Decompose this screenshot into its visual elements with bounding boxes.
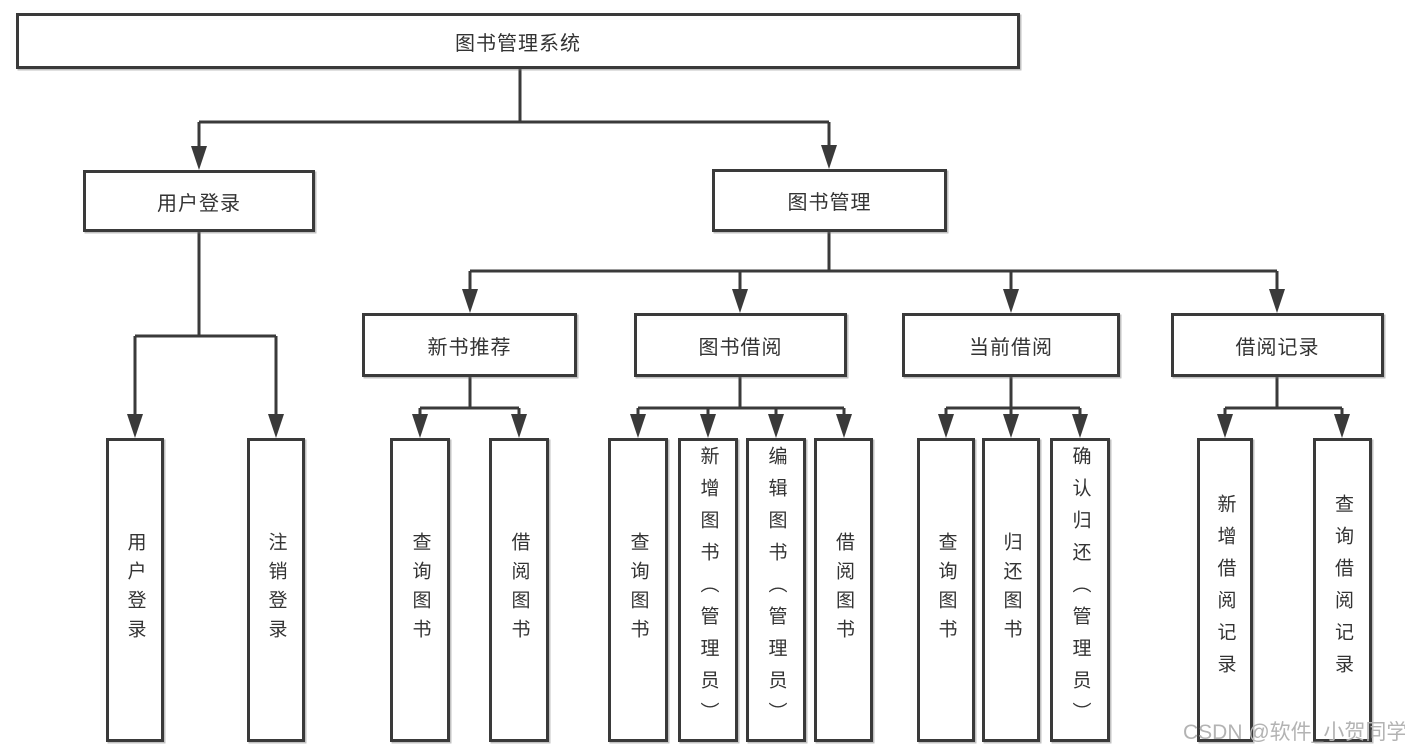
node-label: 查询图书 bbox=[627, 532, 649, 648]
csdn-watermark: CSDN @软件_小贺同学 bbox=[1183, 721, 1405, 744]
node-label: 查询图书 bbox=[935, 532, 957, 648]
node-label: 图书借阅 bbox=[698, 336, 783, 359]
node-label: 图书管理系统 bbox=[455, 32, 581, 55]
node-new-book-recommend: 新书推荐 bbox=[362, 313, 577, 377]
arrowhead bbox=[1072, 414, 1088, 438]
arrowhead bbox=[1217, 414, 1233, 438]
arrowhead bbox=[836, 414, 852, 438]
arrowhead bbox=[1269, 289, 1285, 313]
leaf-query-borrow-record: 查询借阅记录 bbox=[1313, 438, 1372, 742]
arrowhead bbox=[732, 289, 748, 313]
node-label: 借阅记录 bbox=[1235, 336, 1320, 359]
node-label: 归还图书 bbox=[1000, 532, 1022, 648]
arrowhead bbox=[1334, 414, 1350, 438]
arrowhead bbox=[462, 289, 478, 313]
leaf-borrow-books: 借阅图书 bbox=[814, 438, 873, 742]
leaf-user-login: 用户登录 bbox=[106, 438, 164, 742]
leaf-borrow-books-recommend: 借阅图书 bbox=[489, 438, 549, 742]
leaf-query-books-current: 查询图书 bbox=[917, 438, 975, 742]
node-book-management: 图书管理 bbox=[712, 169, 947, 232]
node-label: 当前借阅 bbox=[969, 336, 1053, 359]
arrowhead bbox=[938, 414, 954, 438]
arrowhead bbox=[268, 414, 284, 438]
leaf-edit-books-admin: 编辑图书（管理员） bbox=[746, 438, 806, 742]
leaf-query-books-borrowing: 查询图书 bbox=[608, 438, 668, 742]
arrowhead bbox=[700, 414, 716, 438]
arrowhead bbox=[412, 414, 428, 438]
node-label: 确认归还（管理员） bbox=[1069, 446, 1091, 734]
arrowhead bbox=[821, 145, 837, 169]
node-label: 用户登录 bbox=[157, 192, 241, 215]
leaf-confirm-return-admin: 确认归还（管理员） bbox=[1050, 438, 1110, 742]
node-library-management-system: 图书管理系统 bbox=[16, 13, 1020, 69]
leaf-query-books-recommend: 查询图书 bbox=[390, 438, 450, 742]
arrowhead bbox=[1003, 289, 1019, 313]
arrowhead bbox=[191, 146, 207, 170]
node-label: 查询借阅记录 bbox=[1332, 494, 1353, 686]
node-label: 新增借阅记录 bbox=[1214, 494, 1236, 686]
arrowhead bbox=[127, 414, 143, 438]
node-user-login: 用户登录 bbox=[83, 170, 315, 232]
node-label: 借阅图书 bbox=[508, 532, 530, 648]
arrowhead bbox=[630, 414, 646, 438]
node-label: 编辑图书（管理员） bbox=[765, 446, 787, 734]
leaf-return-books: 归还图书 bbox=[982, 438, 1040, 742]
leaf-logout: 注销登录 bbox=[247, 438, 305, 742]
leaf-add-borrow-record: 新增借阅记录 bbox=[1197, 438, 1253, 742]
node-label: 查询图书 bbox=[409, 532, 431, 648]
leaf-add-books-admin: 新增图书（管理员） bbox=[678, 438, 738, 742]
arrowhead bbox=[768, 414, 784, 438]
arrowhead bbox=[511, 414, 527, 438]
node-label: 图书管理 bbox=[787, 192, 872, 214]
node-label: 借阅图书 bbox=[833, 532, 854, 648]
node-label: 新书推荐 bbox=[427, 336, 512, 359]
node-current-borrowing: 当前借阅 bbox=[902, 313, 1120, 377]
node-label: 新增图书（管理员） bbox=[697, 446, 719, 734]
node-borrowing-records: 借阅记录 bbox=[1171, 313, 1384, 377]
node-label: 注销登录 bbox=[265, 532, 287, 648]
arrowhead bbox=[1003, 414, 1019, 438]
node-book-borrowing: 图书借阅 bbox=[634, 313, 847, 377]
node-label: 用户登录 bbox=[124, 532, 146, 648]
